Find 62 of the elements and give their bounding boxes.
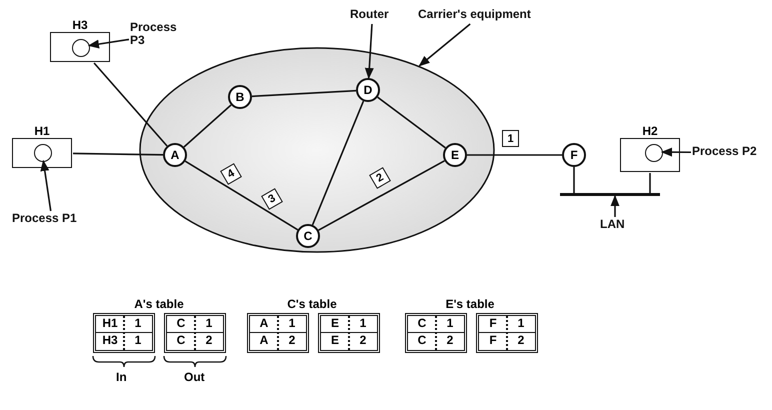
table-cell-text: 2 [358, 333, 368, 348]
link-line [252, 90, 356, 98]
table-cell-text: C [176, 316, 186, 331]
column-label: Out [184, 370, 205, 384]
table-cell-text: H1 [101, 316, 119, 331]
table-cell-text: 1 [134, 316, 142, 331]
leader-line [88, 38, 130, 49]
table-cell-text: 1 [204, 316, 214, 331]
network-node: F [562, 143, 586, 167]
process-circle [645, 144, 663, 162]
table-cell-text: F [488, 316, 498, 331]
link-line [72, 152, 164, 156]
callout-label: Process P3 [130, 21, 186, 49]
host-label: H3 [71, 18, 89, 32]
table-cell-text: 2 [288, 333, 296, 348]
table-cell-text: F [488, 333, 498, 348]
leader-line [40, 160, 52, 212]
link-line [184, 160, 298, 230]
column-label: In [116, 370, 127, 384]
table-cell-text: 2 [204, 333, 214, 348]
link-line [573, 167, 575, 193]
table-cell-text: A [258, 333, 270, 348]
link-line [467, 154, 562, 156]
leader-line [364, 24, 374, 80]
link-line [312, 100, 364, 226]
table-cell-text: 2 [446, 333, 454, 348]
callout-label: Process P1 [12, 212, 92, 227]
table-cell-text: E [330, 333, 340, 348]
process-circle [34, 144, 52, 162]
link-line [93, 62, 168, 147]
link-line [183, 104, 232, 148]
table-cell-text: E [330, 316, 340, 331]
table-cell-text: C [416, 316, 428, 331]
host-label: H2 [641, 124, 659, 138]
link-line [649, 173, 651, 193]
link-line [377, 96, 446, 148]
table-cell-text: C [176, 333, 186, 348]
table-cell-text: C [416, 333, 428, 348]
table-title: C's table [286, 297, 338, 311]
table-cell-text: 1 [516, 316, 526, 331]
callout-label: Process P2 [692, 145, 768, 160]
callout-label: LAN [600, 218, 630, 233]
table-cell-text: 2 [516, 333, 526, 348]
network-ellipse [139, 47, 495, 253]
lan-bus [560, 193, 660, 196]
table-cell-text: 1 [134, 333, 142, 348]
leader-line [418, 23, 471, 66]
table-cell-text: 1 [288, 316, 296, 331]
callout-label: Carrier's equipment [418, 8, 543, 23]
process-circle [72, 39, 90, 57]
leader-line [660, 148, 691, 157]
table-cell-text: H3 [101, 333, 119, 348]
table-cell-text: 1 [358, 316, 368, 331]
callout-label: Router [350, 8, 395, 23]
table-title: E's table [444, 297, 496, 311]
leader-line [610, 194, 620, 217]
host-label: H1 [33, 124, 51, 138]
link-line [318, 160, 445, 231]
packet: 1 [502, 130, 519, 147]
table-cell-text: A [258, 316, 270, 331]
table-title: A's table [133, 297, 185, 311]
table-cell-text: 1 [446, 316, 454, 331]
